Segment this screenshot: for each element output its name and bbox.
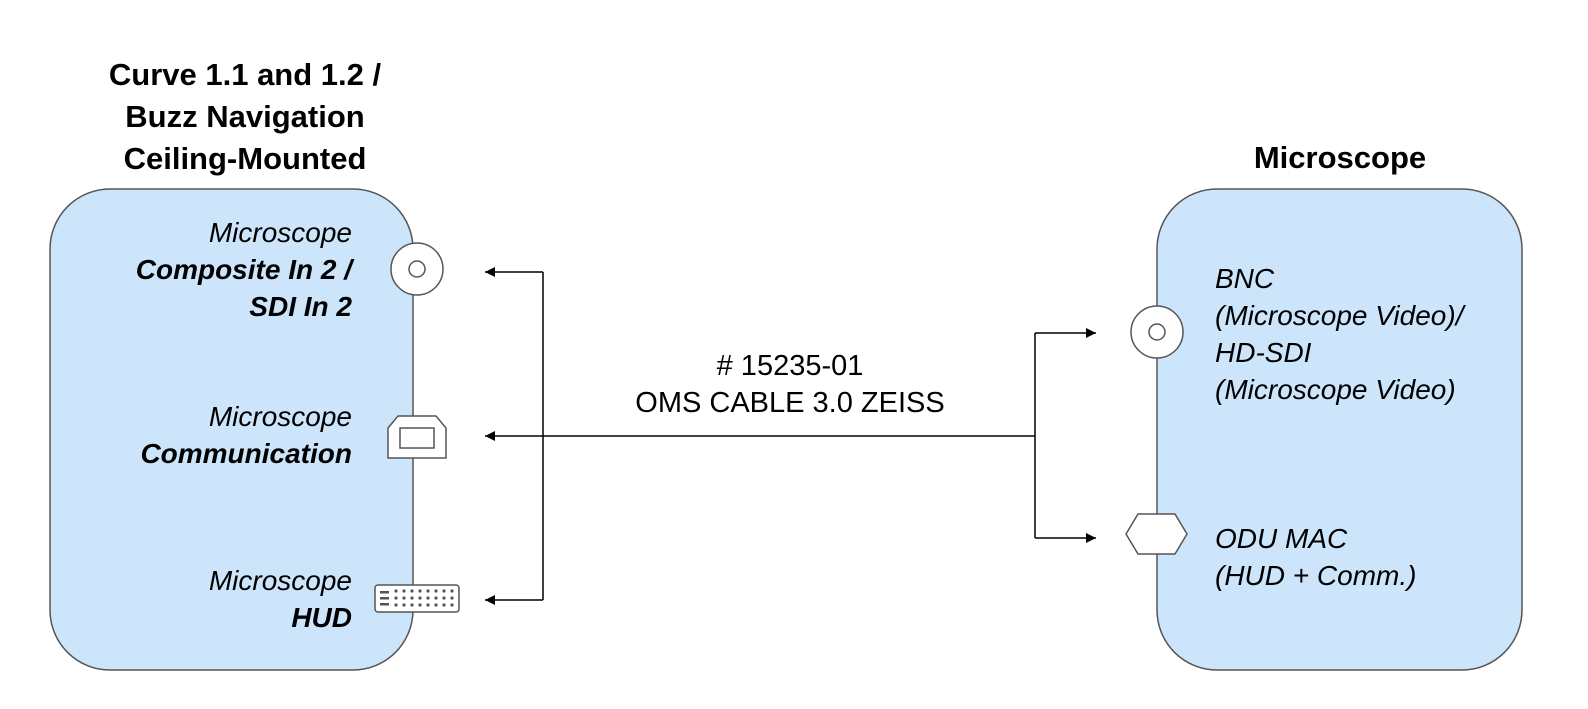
cable-part-number: # 15235-01 bbox=[716, 350, 864, 382]
left-port-label-communication: Microscope Communication bbox=[140, 401, 352, 469]
left-port-label-video: Microscope Composite In 2 / SDI In 2 bbox=[135, 217, 352, 322]
cable-name: OMS CABLE 3.0 ZEISS bbox=[635, 387, 945, 419]
odu-mac-connector-icon bbox=[1125, 513, 1188, 555]
right-device-title: Microscope bbox=[1253, 140, 1427, 175]
bnc-connector-icon bbox=[390, 242, 444, 296]
right-device-box bbox=[1156, 188, 1523, 671]
usb-b-connector-icon bbox=[387, 415, 447, 459]
dvi-connector-icon bbox=[374, 584, 460, 613]
cable-lines bbox=[485, 267, 1096, 605]
right-port-label-bnc: BNC (Microscope Video)/ HD-SDI (Microsco… bbox=[1215, 263, 1464, 405]
left-port-label-hud: Microscope HUD bbox=[208, 565, 352, 633]
cable-label: # 15235-01 OMS CABLE 3.0 ZEISS bbox=[590, 348, 990, 422]
right-port-label-odu: ODU MAC (HUD + Comm.) bbox=[1215, 523, 1417, 591]
left-device-title: Curve 1.1 and 1.2 / Buzz Navigation Ceil… bbox=[108, 57, 382, 176]
bnc-connector-icon bbox=[1130, 305, 1184, 359]
